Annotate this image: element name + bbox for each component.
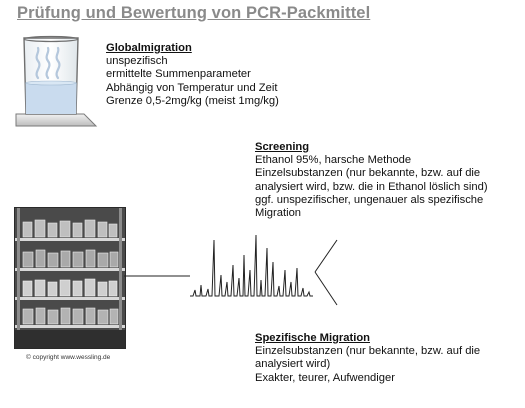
copyright-note: © copyright www.wessling.de — [26, 354, 111, 361]
beaker-liquid — [25, 83, 77, 114]
screening-line: analysiert wird, bzw. die in Ethanol lös… — [255, 180, 488, 193]
global-migration-block: Globalmigration unspezifisch ermittelte … — [106, 42, 279, 108]
global-line: ermittelte Summenparameter — [106, 68, 251, 81]
screening-line: Migration — [255, 207, 302, 220]
specific-migration-block: Spezifische Migration Einzelsubstanzen (… — [255, 332, 480, 385]
beaker-with-steam-icon — [15, 35, 98, 127]
specific-line: Einzelsubstanzen (nur bekannte, bzw. auf… — [255, 345, 481, 358]
screening-line: Ethanol 95%, harsche Methode — [255, 154, 412, 167]
global-line: unspezifisch — [106, 55, 168, 68]
page-title: Prüfung und Bewertung von PCR-Packmittel — [17, 4, 371, 22]
screening-line: ggf. unspezifischer, ungenauer als spezi… — [255, 193, 484, 206]
global-line: Grenze 0,5-2mg/kg (meist 1mg/kg) — [106, 94, 279, 107]
steam-icon — [35, 46, 61, 80]
screening-line: Einzelsubstanzen (nur bekannte, bzw. auf… — [255, 167, 481, 180]
screening-block: Screening Ethanol 95%, harsche Methode E… — [255, 141, 488, 220]
shelf-illustration — [15, 208, 125, 348]
specific-line: Exakter, teurer, Aufwendiger — [255, 371, 395, 384]
laboratory-shelf-photo — [14, 207, 126, 349]
specific-line: analysiert wird) — [255, 358, 331, 371]
global-line: Abhängig von Temperatur und Zeit — [106, 81, 278, 94]
global-migration-heading: Globalmigration — [106, 42, 192, 54]
screening-heading: Screening — [255, 141, 310, 153]
specific-migration-heading: Spezifische Migration — [255, 332, 370, 344]
